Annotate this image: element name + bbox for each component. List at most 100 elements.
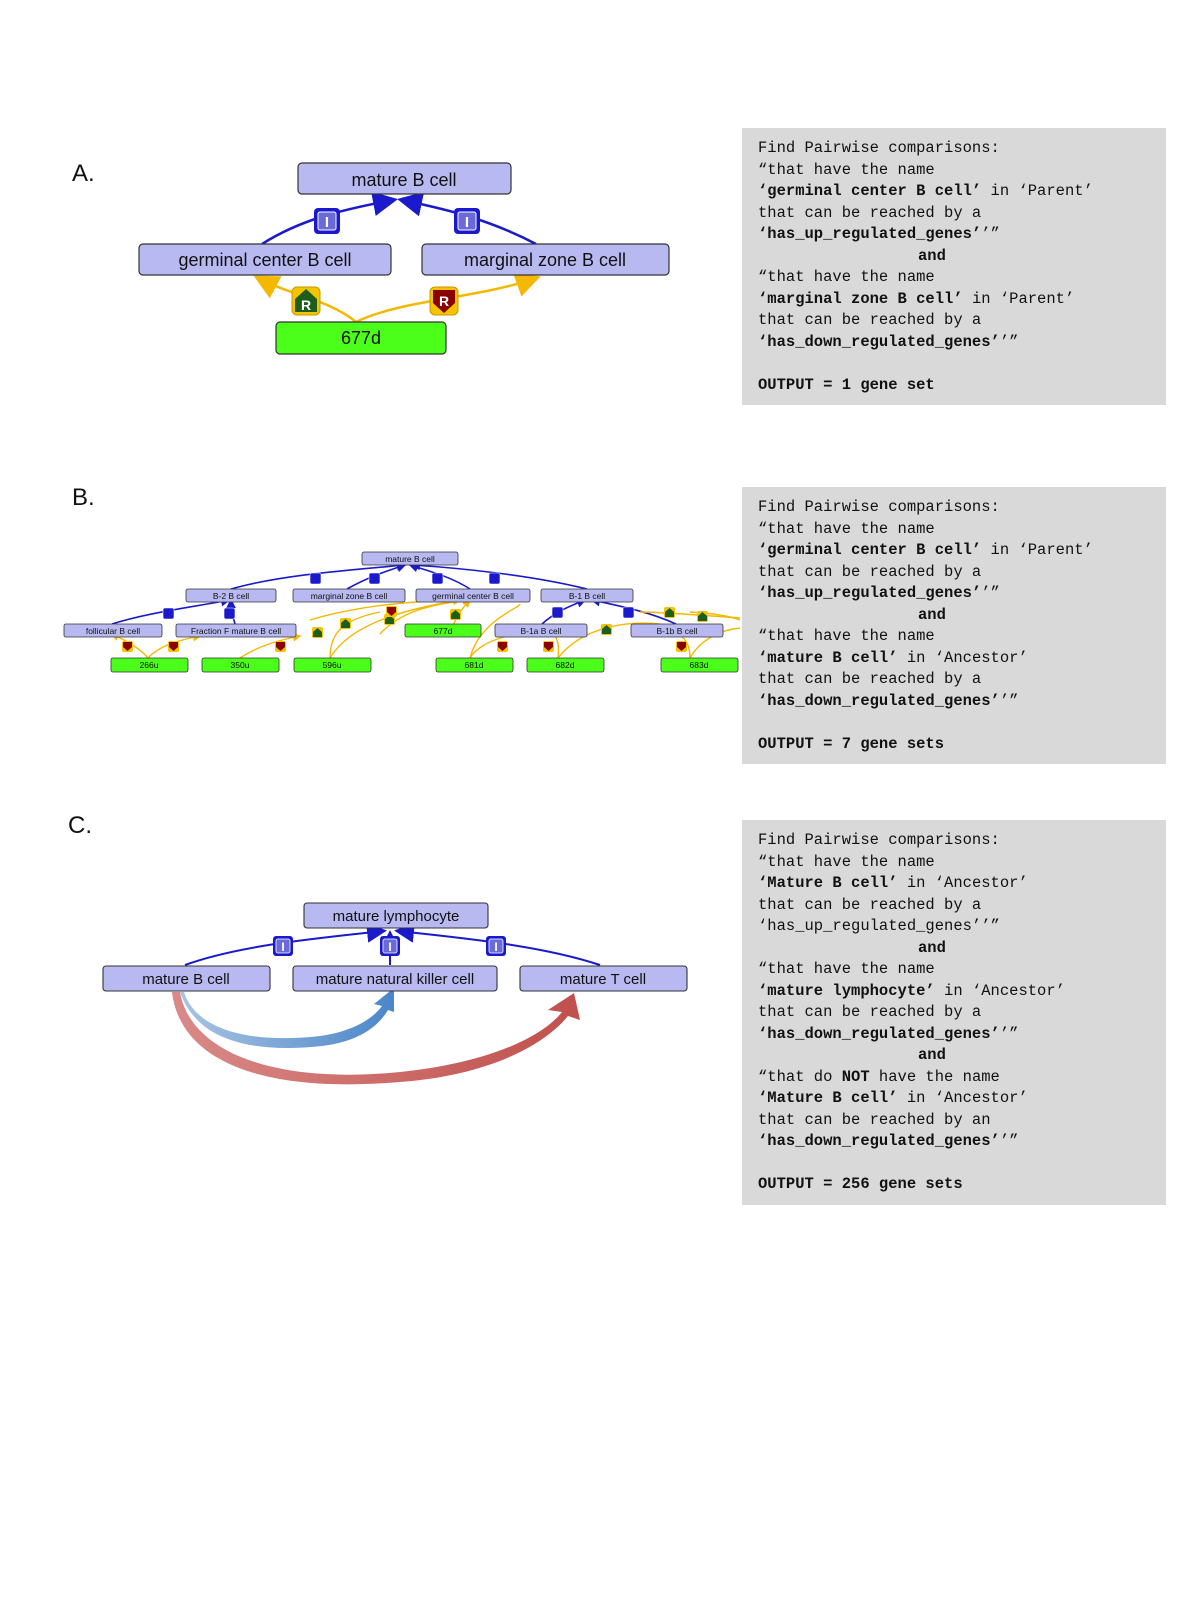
is-a-badge-icon: I: [454, 208, 480, 234]
node-follicular-b-cell[interactable]: follicular B cell: [63, 623, 163, 638]
query-line: in ‘Ancestor’: [897, 648, 1028, 667]
query-line: have the name: [869, 1067, 1000, 1086]
node-label: B-2 B cell: [213, 591, 249, 601]
node-gene-350u[interactable]: 350u: [201, 657, 280, 673]
is-a-badge-icon: I: [486, 936, 506, 956]
query-output: OUTPUT = 256 gene sets: [758, 1175, 963, 1193]
query-line: “that have the name: [758, 160, 935, 179]
is-a-badge-icon: [162, 572, 635, 620]
node-marginal-zone-b-cell[interactable]: marginal zone B cell: [292, 588, 406, 603]
query-term: ‘germinal center B cell’: [758, 541, 982, 559]
node-gene-596u[interactable]: 596u: [293, 657, 372, 673]
node-label: marginal zone B cell: [464, 250, 626, 270]
node-gene-683d[interactable]: 683d: [660, 657, 739, 673]
node-label: mature lymphocyte: [333, 908, 460, 925]
node-marginal-zone-b-cell[interactable]: marginal zone B cell: [421, 243, 670, 276]
down-regulated-badge-icon: [122, 606, 687, 652]
node-label: mature T cell: [560, 971, 646, 988]
node-label: mature B cell: [351, 170, 456, 190]
node-gene-677d[interactable]: 677d: [404, 623, 482, 638]
node-label: Fraction F mature B cell: [191, 626, 281, 636]
panel-label-c: C.: [68, 812, 92, 839]
is-a-badge-icon: I: [273, 936, 293, 956]
badge-label: I: [325, 214, 329, 231]
node-b-2-b-cell[interactable]: B-2 B cell: [185, 588, 277, 603]
node-label: 683d: [690, 660, 709, 670]
query-line: in ‘Parent’: [981, 541, 1093, 559]
node-mature-t-cell[interactable]: mature T cell: [519, 965, 688, 992]
query-line: that can be reached by a: [758, 670, 982, 688]
query-operator: and: [918, 246, 946, 265]
node-label: 677d: [341, 328, 381, 348]
node-label: 682d: [556, 660, 575, 670]
node-label: mature B cell: [142, 971, 230, 988]
node-gene-677d[interactable]: 677d: [275, 321, 447, 355]
node-germinal-center-b-cell[interactable]: germinal center B cell: [415, 588, 531, 603]
node-label: 350u: [231, 660, 250, 670]
node-germinal-center-b-cell[interactable]: germinal center B cell: [138, 243, 392, 276]
badge-label: I: [494, 940, 497, 954]
query-box-b: Find Pairwise comparisons: “that have th…: [742, 487, 1166, 764]
node-label: follicular B cell: [86, 626, 140, 636]
query-line: Find Pairwise comparisons:: [758, 498, 1000, 516]
query-term: ‘mature B cell’: [758, 648, 898, 667]
is-a-badge-icon: I: [314, 208, 340, 234]
badge-label: R: [439, 293, 449, 309]
is-a-badge-icon: I: [380, 936, 400, 956]
query-term: ‘has_up_regulated_genes’: [758, 225, 982, 243]
query-operator: and: [918, 938, 946, 957]
query-term: ‘Mature B cell’: [758, 874, 898, 892]
query-line: in ‘Ancestor’: [897, 874, 1028, 892]
node-label: 681d: [465, 660, 484, 670]
node-mature-lymphocyte[interactable]: mature lymphocyte: [303, 902, 489, 929]
query-line: ’”: [999, 1132, 1019, 1150]
query-box-c: Find Pairwise comparisons: “that have th…: [742, 820, 1166, 1205]
query-line: “that have the name: [758, 960, 935, 978]
query-line: in ‘Ancestor’: [934, 981, 1065, 1000]
node-gene-266u[interactable]: 266u: [110, 657, 189, 673]
query-line: ‘has_up_regulated_genes’’”: [758, 917, 1000, 935]
query-line: “that do: [758, 1067, 842, 1086]
node-label: 677d: [434, 626, 453, 636]
node-label: mature natural killer cell: [316, 971, 474, 988]
node-b-1b-b-cell[interactable]: B-1b B cell: [630, 623, 724, 638]
query-line: ’”: [981, 584, 1000, 602]
node-label: B-1a B cell: [520, 626, 561, 636]
node-b-1a-b-cell[interactable]: B-1a B cell: [494, 623, 588, 638]
node-gene-682d[interactable]: 682d: [526, 657, 605, 673]
node-label: B-1b B cell: [656, 626, 697, 636]
node-label: germinal center B cell: [432, 591, 514, 601]
badge-label: I: [465, 214, 469, 231]
query-term: ‘has_down_regulated_genes’: [758, 1132, 1000, 1150]
diagram-c: mature lymphocyte mature B cell mature n…: [102, 902, 688, 1085]
query-term: ‘has_down_regulated_genes’: [758, 332, 1000, 351]
query-line: that can be reached by a: [758, 203, 982, 222]
node-mature-b-cell[interactable]: mature B cell: [361, 551, 459, 566]
node-b-1-b-cell[interactable]: B-1 B cell: [540, 588, 634, 603]
node-mature-natural-killer-cell[interactable]: mature natural killer cell: [292, 965, 498, 992]
node-label: 266u: [140, 660, 159, 670]
query-line: “that have the name: [758, 852, 935, 871]
query-output: OUTPUT = 1 gene set: [758, 375, 935, 394]
query-negation: NOT: [841, 1067, 870, 1086]
node-label: mature B cell: [385, 554, 435, 564]
node-fraction-f-mature-b-cell[interactable]: Fraction F mature B cell: [175, 623, 297, 638]
query-line: ’”: [999, 1024, 1019, 1043]
node-label: marginal zone B cell: [311, 591, 388, 601]
node-gene-681d[interactable]: 681d: [435, 657, 514, 673]
query-term: ‘marginal zone B cell’: [758, 289, 963, 308]
query-term: ‘has_up_regulated_genes’: [758, 584, 982, 602]
query-term: ‘has_down_regulated_genes’: [758, 691, 1000, 710]
query-line: that can be reached by an: [758, 1110, 991, 1129]
badge-label: I: [281, 940, 284, 954]
query-line: in ‘Parent’: [962, 289, 1075, 308]
node-mature-b-cell[interactable]: mature B cell: [102, 965, 271, 992]
query-output: OUTPUT = 7 gene sets: [758, 734, 945, 753]
node-mature-b-cell[interactable]: mature B cell: [297, 162, 512, 195]
query-line: that can be reached by a: [758, 1003, 982, 1021]
node-label: B-1 B cell: [569, 591, 605, 601]
curved-arrow-red: [172, 992, 580, 1085]
query-line: “that have the name: [758, 627, 935, 645]
query-line: Find Pairwise comparisons:: [758, 831, 1000, 849]
